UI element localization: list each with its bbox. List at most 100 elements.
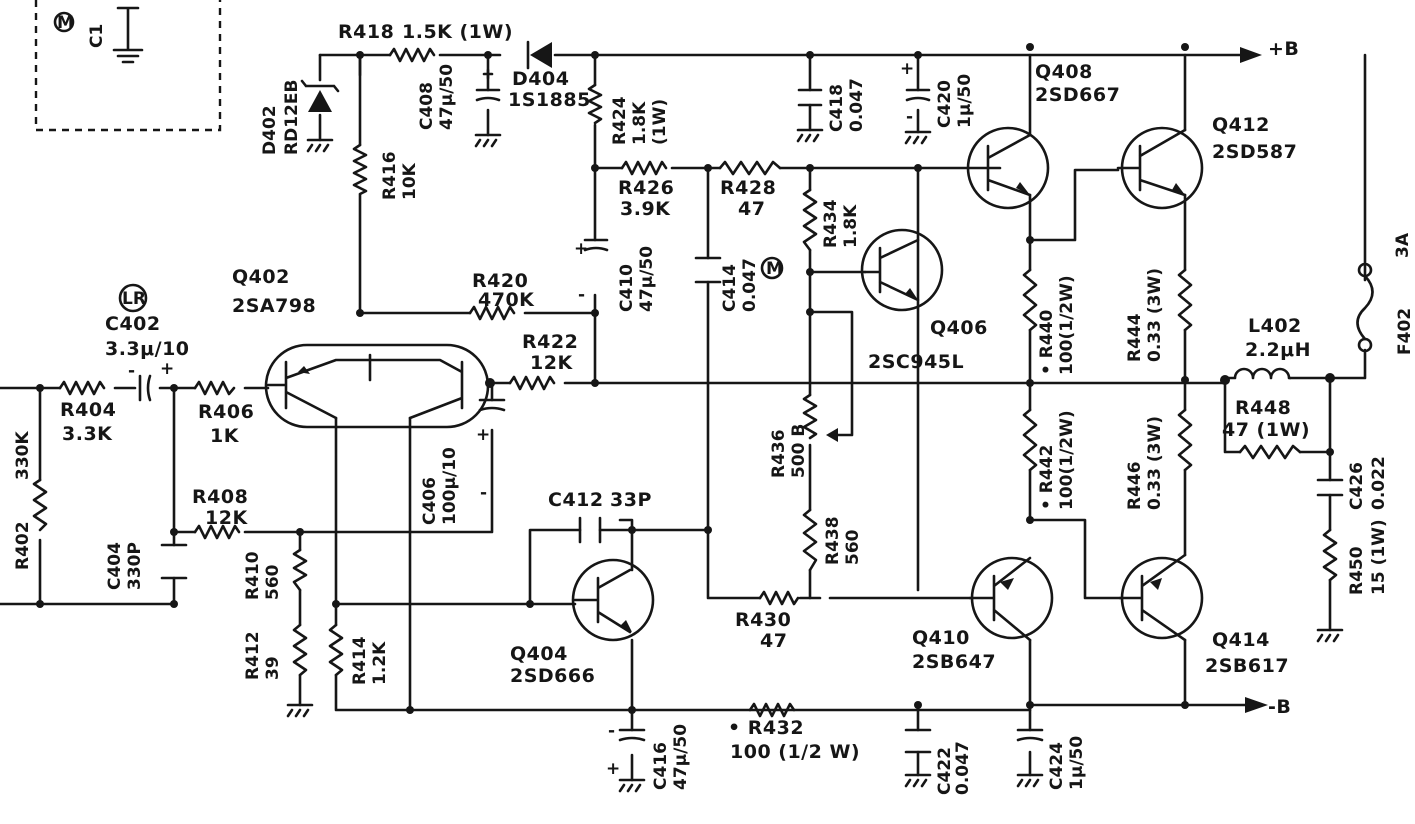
inset-box: M C1 <box>34 0 222 132</box>
labels: +B -B R418 1.5K (1W) D402 RD12EB C408 47… <box>13 21 1415 795</box>
r450-value: 15 (1W) <box>1369 519 1389 595</box>
q412-type: 2SD587 <box>1212 141 1297 163</box>
fuse-f402 <box>1356 262 1374 353</box>
r422-ref: R422 <box>522 331 578 353</box>
r434-symbol <box>802 188 818 252</box>
r414-symbol <box>328 623 344 677</box>
r444-symbol <box>1177 268 1193 332</box>
r436-ref: R436 <box>769 429 789 478</box>
c422-value: 0.047 <box>953 741 973 795</box>
c414-tag: M <box>766 259 783 279</box>
r450-symbol <box>1322 528 1338 582</box>
f402-value: 3A <box>1393 232 1413 258</box>
r432-symbol <box>748 702 796 718</box>
c424-value: 1μ/50 <box>1067 736 1087 790</box>
r448-symbol <box>1238 444 1302 460</box>
r418-ref: R418 <box>338 21 394 43</box>
c410-ref: C410 <box>617 264 637 312</box>
f402-ref: F402 <box>1395 308 1415 355</box>
r418-symbol <box>388 47 436 63</box>
r404-symbol <box>58 380 106 396</box>
q408-ref: Q408 <box>1035 61 1093 83</box>
c412-value: 33P <box>610 489 652 511</box>
q406-type: 2SC945L <box>868 351 964 373</box>
r402-value: 330K <box>13 431 33 480</box>
r404-ref: R404 <box>60 399 116 421</box>
q402-dual-package <box>264 343 490 429</box>
q410-ref: Q410 <box>912 627 970 649</box>
r428-value: 47 <box>738 198 765 220</box>
q404-ref: Q404 <box>510 643 568 665</box>
svg-text:+: + <box>160 359 174 379</box>
q406-ref: Q406 <box>930 317 988 339</box>
r406-value: 1K <box>210 425 240 447</box>
r440-value: 100(1/2W) <box>1057 275 1077 375</box>
q404-body <box>571 558 655 642</box>
c404-value: 330P <box>125 542 145 590</box>
r440-ref: • R440 <box>1037 309 1057 375</box>
r432-ref: • R432 <box>728 717 804 739</box>
r422-symbol <box>508 375 556 391</box>
svg-text:+: + <box>606 759 620 779</box>
q406-body <box>860 228 944 312</box>
c402-tag: LR <box>122 289 146 309</box>
r446-symbol <box>1177 408 1193 472</box>
c420-value: 1μ/50 <box>955 74 975 128</box>
r444-ref: R444 <box>1125 313 1145 362</box>
c416-value: 47μ/50 <box>671 724 691 790</box>
r428-ref: R428 <box>720 177 776 199</box>
r426-symbol <box>620 160 668 176</box>
r428-symbol <box>718 160 782 176</box>
svg-text:-: - <box>578 285 585 305</box>
r446-ref: R446 <box>1125 461 1145 510</box>
c418-ref: C418 <box>827 84 847 132</box>
c426-ref: C426 <box>1347 462 1367 510</box>
wires <box>0 47 1367 782</box>
q408-type: 2SD667 <box>1035 84 1120 106</box>
r410-symbol <box>292 548 308 592</box>
zener-d402-icon <box>308 90 332 112</box>
c414-ref: C414 <box>720 264 740 312</box>
diodes <box>300 40 552 112</box>
q414-type: 2SB617 <box>1205 655 1289 677</box>
r430-value: 47 <box>760 630 787 652</box>
r412-symbol <box>292 623 308 677</box>
m-tag-icon <box>53 11 75 33</box>
c406-ref: C406 <box>420 477 440 525</box>
r420-ref: R420 <box>472 270 528 292</box>
polarity-marks: - + + - + - + - - + <box>128 59 914 779</box>
r438-symbol <box>802 508 818 572</box>
svg-text:-: - <box>906 107 913 127</box>
svg-text:-: - <box>128 361 135 381</box>
c422-ref: C422 <box>935 747 955 795</box>
lr-tag <box>118 283 148 313</box>
r418-value: 1.5K (1W) <box>402 21 513 43</box>
pos-supply-label: +B <box>1268 38 1299 60</box>
r444-value: 0.33 (3W) <box>1145 268 1165 362</box>
neg-arrow-icon <box>1245 697 1268 713</box>
r404-value: 3.3K <box>62 423 113 445</box>
r442-ref: • R442 <box>1037 445 1057 510</box>
r448-value: 47 (1W) <box>1222 419 1310 441</box>
c412-ref: C412 <box>548 489 604 511</box>
r434-value: 1.8K <box>841 204 861 248</box>
r408-value: 12K <box>205 507 248 529</box>
r420-value: 470K <box>478 289 535 311</box>
r416-value: 10K <box>400 162 420 200</box>
c416-ref: C416 <box>651 742 671 790</box>
c404-ref: C404 <box>105 542 125 590</box>
r424-ref: R424 <box>610 96 630 145</box>
q402-type: 2SA798 <box>232 295 316 317</box>
r406-symbol <box>193 380 236 396</box>
r442-value: 100(1/2W) <box>1057 410 1077 510</box>
q410-type: 2SB647 <box>912 651 996 673</box>
r422-value: 12K <box>530 352 573 374</box>
l402-value: 2.2μH <box>1245 339 1311 361</box>
r448-ref: R448 <box>1235 397 1291 419</box>
r430-symbol <box>758 590 800 606</box>
r416-ref: R416 <box>380 151 400 200</box>
r414-ref: R414 <box>350 636 370 685</box>
diode-d404-icon <box>530 42 552 68</box>
c414-value: 0.047 <box>740 258 760 312</box>
l402-ref: L402 <box>1248 315 1302 337</box>
